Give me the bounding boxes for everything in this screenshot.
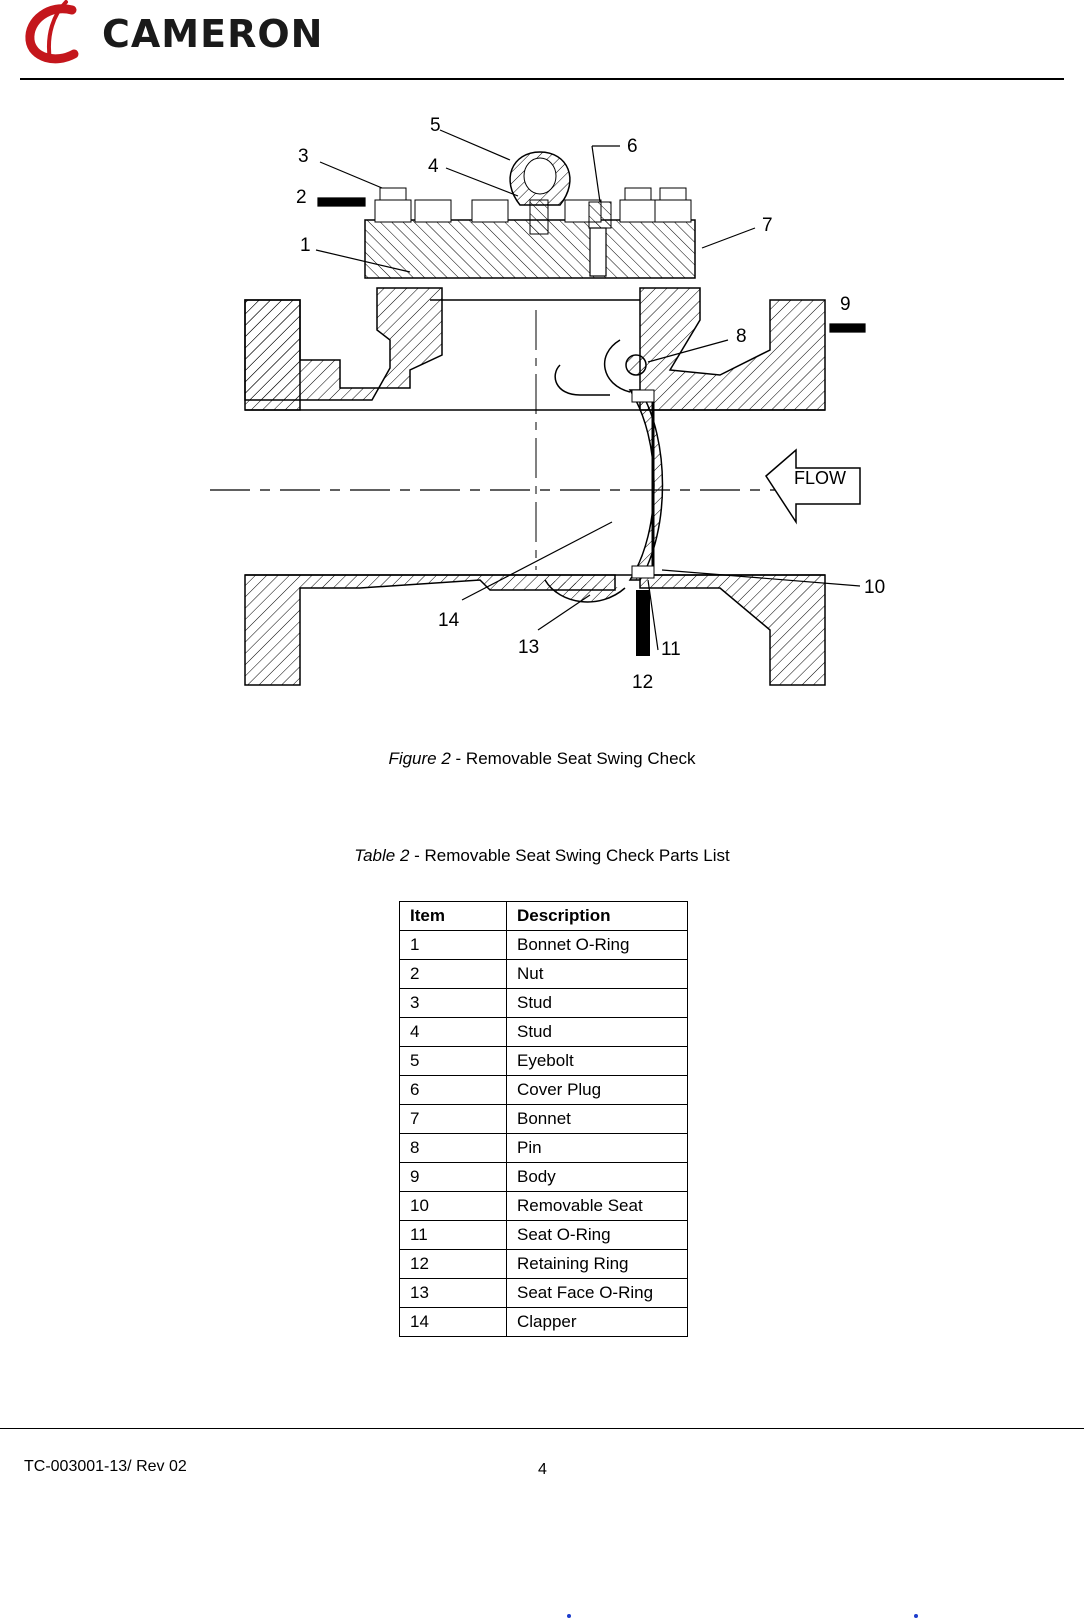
item-cell: 10: [399, 1191, 507, 1221]
description-cell: Clapper: [506, 1307, 688, 1337]
callout-6: 6: [627, 136, 638, 157]
description-cell: Bonnet: [506, 1104, 688, 1134]
description-cell: Nut: [506, 959, 688, 989]
item-cell: 8: [399, 1133, 507, 1163]
decorative-dot: [914, 1614, 918, 1618]
item-cell: 13: [399, 1278, 507, 1308]
document-id: TC-003001-13/ Rev 02: [24, 1458, 187, 1475]
item-cell: 11: [399, 1220, 507, 1250]
description-cell: Bonnet O-Ring: [506, 930, 688, 960]
item-cell: 7: [399, 1104, 507, 1134]
header-rule: [20, 78, 1064, 80]
callout-13: 13: [518, 637, 539, 658]
description-cell: Seat Face O-Ring: [506, 1278, 688, 1308]
description-cell: Stud: [506, 1017, 688, 1047]
column-header-description: Description: [506, 901, 688, 931]
item-cell: 9: [399, 1162, 507, 1192]
figure-caption-number: Figure 2: [388, 749, 451, 768]
item-cell: 3: [399, 988, 507, 1018]
flow-label: FLOW: [794, 468, 846, 488]
table-caption: Table 2 - Removable Seat Swing Check Par…: [0, 846, 1084, 866]
callout-10: 10: [864, 577, 885, 598]
decorative-dot: [567, 1614, 571, 1618]
column-header-item: Item: [399, 901, 507, 931]
page-number: 4: [538, 1461, 547, 1478]
callout-5: 5: [430, 115, 441, 136]
callout-numbers: 1 2 3 4 5 6 7 8 9 10 11 12 13 14: [296, 115, 885, 693]
callout-3: 3: [298, 146, 309, 167]
bonnet-nuts: [374, 187, 692, 223]
item-cell: 14: [399, 1307, 507, 1337]
description-cell: Pin: [506, 1133, 688, 1163]
callout-8: 8: [736, 326, 747, 347]
item-cell: 4: [399, 1017, 507, 1047]
table-caption-number: Table 2: [354, 846, 410, 865]
table-caption-text: - Removable Seat Swing Check Parts List: [409, 846, 730, 865]
item-cell: 1: [399, 930, 507, 960]
callout-4: 4: [428, 156, 439, 177]
brand-name: CAMERON: [102, 12, 324, 56]
figure-caption-text: - Removable Seat Swing Check: [450, 749, 696, 768]
valve-body: [244, 287, 826, 686]
flow-arrow: FLOW: [765, 448, 861, 525]
description-cell: Removable Seat: [506, 1191, 688, 1221]
callout-11: 11: [661, 639, 681, 660]
table-header-row: Item Description: [399, 901, 688, 931]
cameron-logo: CAMERON: [20, 0, 324, 66]
swing-check-valve-drawing: FLOW 1 2 3 4 5 6 7 8 9 10 11 12 13 14: [210, 115, 885, 693]
item-cell: 2: [399, 959, 507, 989]
callout-14: 14: [438, 610, 460, 631]
callout-2: 2: [296, 187, 307, 208]
figure-caption: Figure 2 - Removable Seat Swing Check: [0, 749, 1084, 769]
description-cell: Stud: [506, 988, 688, 1018]
description-cell: Eyebolt: [506, 1046, 688, 1076]
cameron-c-swirl-logo-icon: [25, 0, 79, 64]
item-cell: 5: [399, 1046, 507, 1076]
item-cell: 12: [399, 1249, 507, 1279]
eyebolt: [509, 151, 612, 235]
description-cell: Retaining Ring: [506, 1249, 688, 1279]
callout-7: 7: [762, 215, 773, 236]
item-cell: 6: [399, 1075, 507, 1105]
callout-leaders: [315, 129, 866, 651]
callout-1: 1: [300, 235, 311, 256]
description-cell: Body: [506, 1162, 688, 1192]
callout-9: 9: [840, 294, 851, 315]
description-cell: Cover Plug: [506, 1075, 688, 1105]
description-cell: Seat O-Ring: [506, 1220, 688, 1250]
clapper: [544, 339, 664, 656]
footer-rule: [0, 1428, 1084, 1429]
callout-12: 12: [632, 672, 653, 693]
